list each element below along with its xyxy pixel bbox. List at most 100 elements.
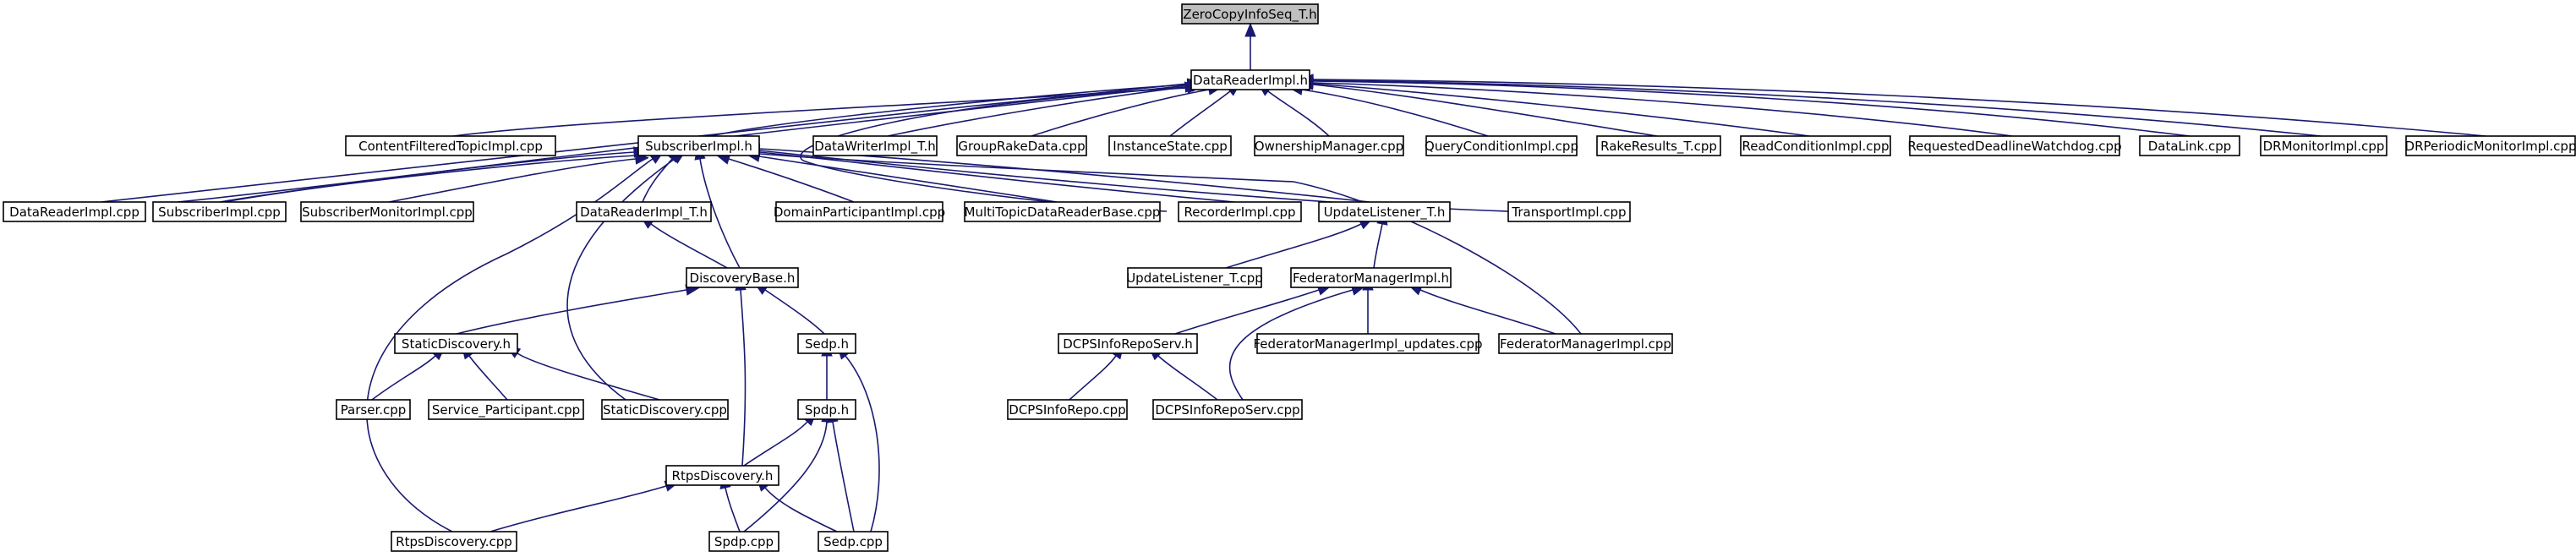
node-label: DataReaderImpl.cpp bbox=[9, 205, 139, 220]
edge-own-to-drih bbox=[1268, 91, 1330, 137]
node-smon[interactable]: SubscriberMonitorImpl.cpp bbox=[300, 201, 474, 222]
node-dl[interactable]: DataLink.cpp bbox=[2139, 135, 2240, 156]
node-root[interactable]: ZeroCopyInfoSeq_T.h bbox=[1181, 3, 1319, 25]
edge-ulth-to-subh bbox=[759, 149, 1370, 203]
edge-db-to-subh bbox=[700, 159, 741, 269]
node-label: ContentFilteredTopicImpl.cpp bbox=[358, 139, 543, 154]
edge-rec-to-subh bbox=[759, 152, 1235, 203]
node-label: FederatorManagerImpl.cpp bbox=[1500, 336, 1671, 352]
edge-par-to-sdh bbox=[371, 356, 435, 401]
edge-spdpc-to-spdph bbox=[743, 422, 827, 532]
node-dric[interactable]: DataReaderImpl.cpp bbox=[3, 201, 146, 222]
node-dpi[interactable]: DomainParticipantImpl.cpp bbox=[774, 201, 945, 222]
node-box bbox=[1181, 3, 1319, 25]
node-sedpc[interactable]: Sedp.cpp bbox=[818, 531, 889, 552]
edge-drsc-to-drs bbox=[1158, 356, 1218, 401]
edge-rtpc-to-subh bbox=[366, 159, 653, 532]
node-label: DiscoveryBase.h bbox=[690, 270, 796, 286]
node-fmu[interactable]: FederatorManagerImpl_updates.cpp bbox=[1253, 333, 1483, 354]
node-ulth[interactable]: UpdateListener_T.h bbox=[1318, 201, 1451, 222]
node-label: UpdateListener_T.cpp bbox=[1126, 270, 1263, 287]
node-ultc[interactable]: UpdateListener_T.cpp bbox=[1126, 267, 1263, 288]
node-box bbox=[775, 201, 943, 222]
node-label: GroupRakeData.cpp bbox=[958, 139, 1085, 154]
node-box bbox=[637, 135, 760, 156]
node-qci[interactable]: QueryConditionImpl.cpp bbox=[1425, 135, 1578, 156]
node-box bbox=[2139, 135, 2240, 156]
edge-qci-to-drih bbox=[1302, 90, 1489, 137]
node-box bbox=[964, 201, 1161, 222]
node-dirc[interactable]: DCPSInfoRepo.cpp bbox=[1007, 399, 1128, 420]
node-sdh[interactable]: StaticDiscovery.h bbox=[394, 333, 518, 354]
node-drpm[interactable]: DRPeriodicMonitorImpl.cpp bbox=[2405, 135, 2576, 156]
node-label: RecorderImpl.cpp bbox=[1184, 205, 1295, 220]
node-box bbox=[391, 531, 517, 552]
edge-rdw-to-drih bbox=[1313, 83, 2013, 137]
node-sedph[interactable]: Sedp.h bbox=[797, 333, 856, 354]
node-fmh[interactable]: FederatorManagerImpl.h bbox=[1290, 267, 1452, 288]
node-drm[interactable]: DRMonitorImpl.cpp bbox=[2260, 135, 2387, 156]
node-ist[interactable]: InstanceState.cpp bbox=[1108, 135, 1232, 156]
node-box bbox=[665, 465, 779, 486]
node-rci[interactable]: ReadConditionImpl.cpp bbox=[1740, 135, 1891, 156]
node-cft[interactable]: ContentFilteredTopicImpl.cpp bbox=[345, 135, 556, 156]
node-rrt[interactable]: RakeResults_T.cpp bbox=[1596, 135, 1721, 156]
node-box bbox=[394, 333, 518, 354]
node-drs[interactable]: DCPSInfoRepoServ.h bbox=[1058, 333, 1198, 354]
node-box bbox=[1909, 135, 2120, 156]
node-label: TransportImpl.cpp bbox=[1511, 205, 1626, 220]
node-label: RtpsDiscovery.cpp bbox=[396, 534, 512, 549]
node-box bbox=[1507, 201, 1631, 222]
node-box bbox=[1152, 399, 1303, 420]
node-label: DRMonitorImpl.cpp bbox=[2263, 139, 2385, 154]
node-subh[interactable]: SubscriberImpl.h bbox=[637, 135, 760, 156]
node-label: DataReaderImpl_T.h bbox=[580, 205, 708, 221]
node-drit[interactable]: DataReaderImpl_T.h bbox=[576, 201, 712, 222]
edge-drsc-to-fmh bbox=[1228, 290, 1353, 401]
node-label: Sedp.cpp bbox=[823, 534, 883, 549]
node-box bbox=[1318, 201, 1451, 222]
node-spdpc[interactable]: Spdp.cpp bbox=[708, 531, 779, 552]
edge-rci-to-drih bbox=[1313, 84, 1810, 137]
edge-rtph-to-spdph bbox=[743, 422, 807, 467]
node-tri[interactable]: TransportImpl.cpp bbox=[1507, 201, 1631, 222]
node-label: DCPSInfoRepoServ.h bbox=[1063, 336, 1193, 352]
node-subc[interactable]: SubscriberImpl.cpp bbox=[152, 201, 287, 222]
node-label: UpdateListener_T.h bbox=[1324, 205, 1446, 221]
node-own[interactable]: OwnershipManager.cpp bbox=[1254, 135, 1404, 156]
edges-layer bbox=[101, 36, 2486, 532]
edge-sdc-to-subh bbox=[566, 159, 675, 401]
node-fmc[interactable]: FederatorManagerImpl.cpp bbox=[1498, 333, 1673, 354]
edge-dpi-to-subh bbox=[729, 159, 855, 203]
node-label: RakeResults_T.cpp bbox=[1600, 139, 1717, 155]
node-dwi[interactable]: DataWriterImpl_T.h bbox=[812, 135, 938, 156]
node-label: StaticDiscovery.h bbox=[402, 336, 511, 352]
node-label: ReadConditionImpl.cpp bbox=[1742, 139, 1889, 154]
node-rdw[interactable]: RequestedDeadlineWatchdog.cpp bbox=[1907, 135, 2122, 156]
edge-sedpc-to-rtph bbox=[765, 488, 838, 532]
node-drih[interactable]: DataReaderImpl.h bbox=[1190, 69, 1310, 90]
node-box bbox=[2405, 135, 2576, 156]
edge-svc-to-sdh bbox=[469, 356, 508, 401]
edge-ultc-to-ulth bbox=[1225, 224, 1361, 269]
edge-dirc-to-drs bbox=[1069, 356, 1116, 401]
edge-drs-to-fmh bbox=[1174, 290, 1319, 335]
node-grd[interactable]: GroupRakeData.cpp bbox=[956, 135, 1087, 156]
node-box bbox=[797, 399, 856, 420]
node-box bbox=[152, 201, 287, 222]
node-box bbox=[1596, 135, 1721, 156]
node-drsc[interactable]: DCPSInfoRepoServ.cpp bbox=[1152, 399, 1303, 420]
node-sdc[interactable]: StaticDiscovery.cpp bbox=[601, 399, 729, 420]
node-box bbox=[300, 201, 474, 222]
node-svc[interactable]: Service_Participant.cpp bbox=[428, 399, 584, 420]
edge-dwi-to-drih bbox=[887, 86, 1192, 137]
node-par[interactable]: Parser.cpp bbox=[336, 399, 411, 420]
node-rec[interactable]: RecorderImpl.cpp bbox=[1178, 201, 1302, 222]
node-mtd[interactable]: MultiTopicDataReaderBase.cpp bbox=[964, 201, 1161, 222]
node-label: RtpsDiscovery.h bbox=[672, 468, 774, 483]
node-rtph[interactable]: RtpsDiscovery.h bbox=[665, 465, 779, 486]
node-spdph[interactable]: Spdp.h bbox=[797, 399, 856, 420]
node-rtpc[interactable]: RtpsDiscovery.cpp bbox=[391, 531, 517, 552]
node-db[interactable]: DiscoveryBase.h bbox=[686, 267, 799, 288]
